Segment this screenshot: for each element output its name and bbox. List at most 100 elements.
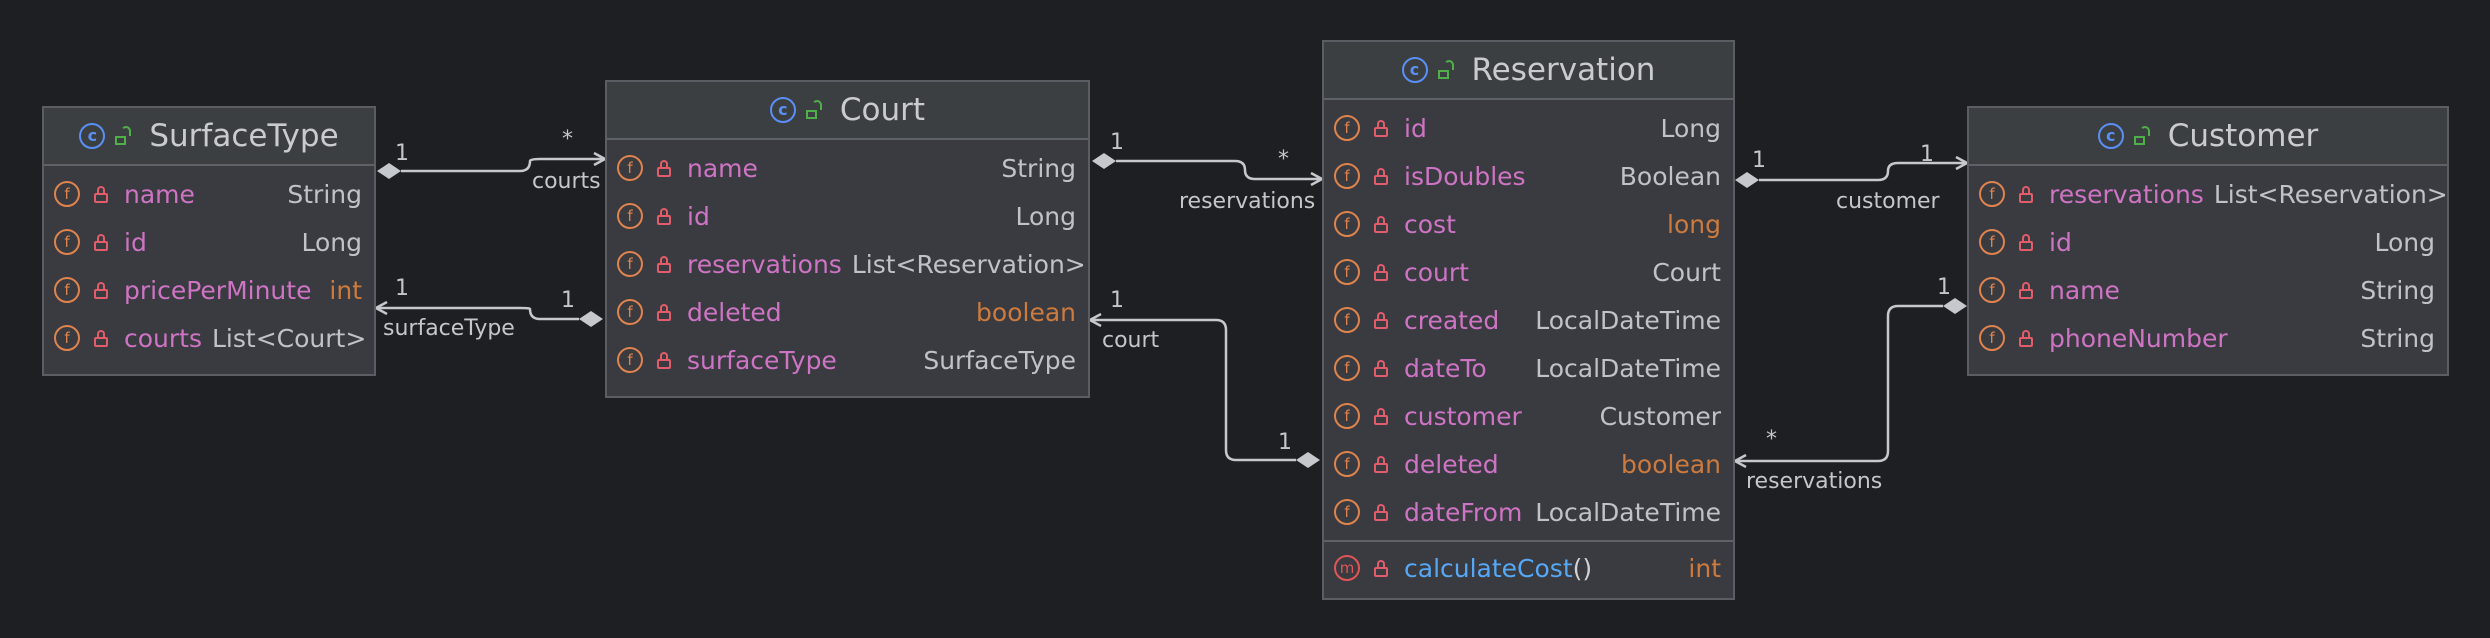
field-row[interactable]: f dateTo LocalDateTime	[1324, 344, 1733, 392]
class-icon: c	[79, 123, 106, 149]
field-row[interactable]: f name String	[607, 144, 1088, 192]
field-type: LocalDateTime	[1535, 353, 1721, 383]
field-row[interactable]: f phoneNumber String	[1969, 314, 2447, 362]
method-icon: m	[1334, 555, 1360, 581]
private-lock-icon	[657, 159, 671, 177]
field-icon: f	[1334, 115, 1360, 141]
private-lock-icon	[1374, 311, 1388, 329]
edge-customer-to-reservation[interactable]	[1735, 298, 1967, 461]
field-name: name	[2049, 275, 2120, 305]
method-name: calculateCost	[1404, 553, 1573, 583]
field-type: List<Court>	[212, 323, 367, 353]
field-name: created	[1404, 305, 1500, 335]
class-court[interactable]: c Court f name String f id Long f reserv…	[605, 80, 1090, 398]
field-icon: f	[1334, 259, 1360, 285]
field-type: boolean	[1621, 449, 1721, 479]
role-label: customer	[1836, 189, 1940, 214]
field-name: phoneNumber	[2049, 323, 2228, 353]
public-visibility-icon	[1437, 59, 1456, 81]
field-row[interactable]: f name String	[44, 170, 374, 218]
method-params: ()	[1572, 553, 1593, 583]
private-lock-icon	[94, 281, 108, 299]
private-lock-icon	[1374, 503, 1388, 521]
edge-court-to-surfacetype[interactable]	[376, 308, 603, 327]
field-type: List<Reservation>	[851, 249, 1086, 279]
field-row[interactable]: f reservations List<Reservation>	[607, 240, 1088, 288]
field-row[interactable]: f deleted boolean	[1324, 440, 1733, 488]
field-name: id	[1404, 113, 1427, 143]
field-icon: f	[617, 203, 643, 229]
field-icon: f	[1334, 163, 1360, 189]
field-row[interactable]: f id Long	[607, 192, 1088, 240]
field-icon: f	[1334, 211, 1360, 237]
field-type: SurfaceType	[923, 345, 1076, 375]
private-lock-icon	[94, 329, 108, 347]
field-icon: f	[54, 181, 80, 207]
multiplicity-label: 1	[1278, 430, 1292, 455]
field-row[interactable]: f deleted boolean	[607, 288, 1088, 336]
field-name: id	[2049, 227, 2072, 257]
field-row[interactable]: f surfaceType SurfaceType	[607, 336, 1088, 384]
field-row[interactable]: f id Long	[1969, 218, 2447, 266]
multiplicity-label: *	[1766, 427, 1777, 452]
field-type: List<Reservation>	[2213, 179, 2448, 209]
private-lock-icon	[657, 207, 671, 225]
private-lock-icon	[94, 233, 108, 251]
class-surfacetype[interactable]: c SurfaceType f name String f id Long f …	[42, 106, 376, 376]
class-icon: c	[769, 97, 796, 123]
field-icon: f	[1334, 355, 1360, 381]
multiplicity-label: 1	[395, 141, 409, 166]
field-type: Boolean	[1619, 161, 1721, 191]
field-icon: f	[617, 347, 643, 373]
role-label: surfaceType	[383, 316, 515, 341]
field-row[interactable]: f dateFrom LocalDateTime	[1324, 488, 1733, 536]
field-type: long	[1667, 209, 1721, 239]
field-row[interactable]: f customer Customer	[1324, 392, 1733, 440]
field-row[interactable]: f courts List<Court>	[44, 314, 374, 362]
public-visibility-icon	[805, 99, 824, 121]
field-type: String	[287, 179, 362, 209]
field-row[interactable]: f isDoubles Boolean	[1324, 152, 1733, 200]
class-header: c Customer	[1969, 108, 2447, 166]
field-type: Long	[1660, 113, 1722, 143]
field-name: customer	[1404, 401, 1522, 431]
private-lock-icon	[2019, 185, 2033, 203]
role-label: reservations	[1179, 189, 1316, 214]
class-icon: c	[1401, 57, 1428, 83]
class-reservation[interactable]: c Reservation f id Long f isDoubles Bool…	[1322, 40, 1735, 600]
edge-reservation-to-court[interactable]	[1090, 320, 1320, 468]
class-header: c Court	[607, 82, 1088, 140]
class-header: c Reservation	[1324, 42, 1733, 100]
role-label: reservations	[1746, 469, 1883, 494]
edge-surfacetype-to-court[interactable]	[377, 159, 605, 179]
field-row[interactable]: f id Long	[44, 218, 374, 266]
method-row[interactable]: m calculateCost() int	[1324, 542, 1733, 594]
field-type: String	[2360, 323, 2435, 353]
field-name: court	[1404, 257, 1469, 287]
field-row[interactable]: f reservations List<Reservation>	[1969, 170, 2448, 218]
field-icon: f	[1334, 403, 1360, 429]
multiplicity-label: 1	[395, 276, 409, 301]
field-icon: f	[1979, 229, 2005, 255]
edge-reservation-to-customer[interactable]	[1735, 163, 1967, 188]
class-name: Court	[839, 92, 926, 128]
field-row[interactable]: f court Court	[1324, 248, 1733, 296]
field-name: courts	[124, 323, 202, 353]
private-lock-icon	[1374, 407, 1388, 425]
field-row[interactable]: f pricePerMinute int	[44, 266, 374, 314]
edge-court-to-reservation[interactable]	[1092, 153, 1322, 179]
field-row[interactable]: f created LocalDateTime	[1324, 296, 1733, 344]
field-row[interactable]: f id Long	[1324, 104, 1733, 152]
class-icon: c	[2097, 123, 2124, 149]
multiplicity-label: *	[1278, 147, 1289, 172]
field-name: cost	[1404, 209, 1456, 239]
field-name: deleted	[687, 297, 782, 327]
class-customer[interactable]: c Customer f reservations List<Reservati…	[1967, 106, 2449, 376]
field-row[interactable]: f name String	[1969, 266, 2447, 314]
field-row[interactable]: f cost long	[1324, 200, 1733, 248]
field-name: reservations	[2049, 179, 2204, 209]
field-icon: f	[1334, 307, 1360, 333]
private-lock-icon	[657, 255, 671, 273]
field-name: dateTo	[1404, 353, 1487, 383]
